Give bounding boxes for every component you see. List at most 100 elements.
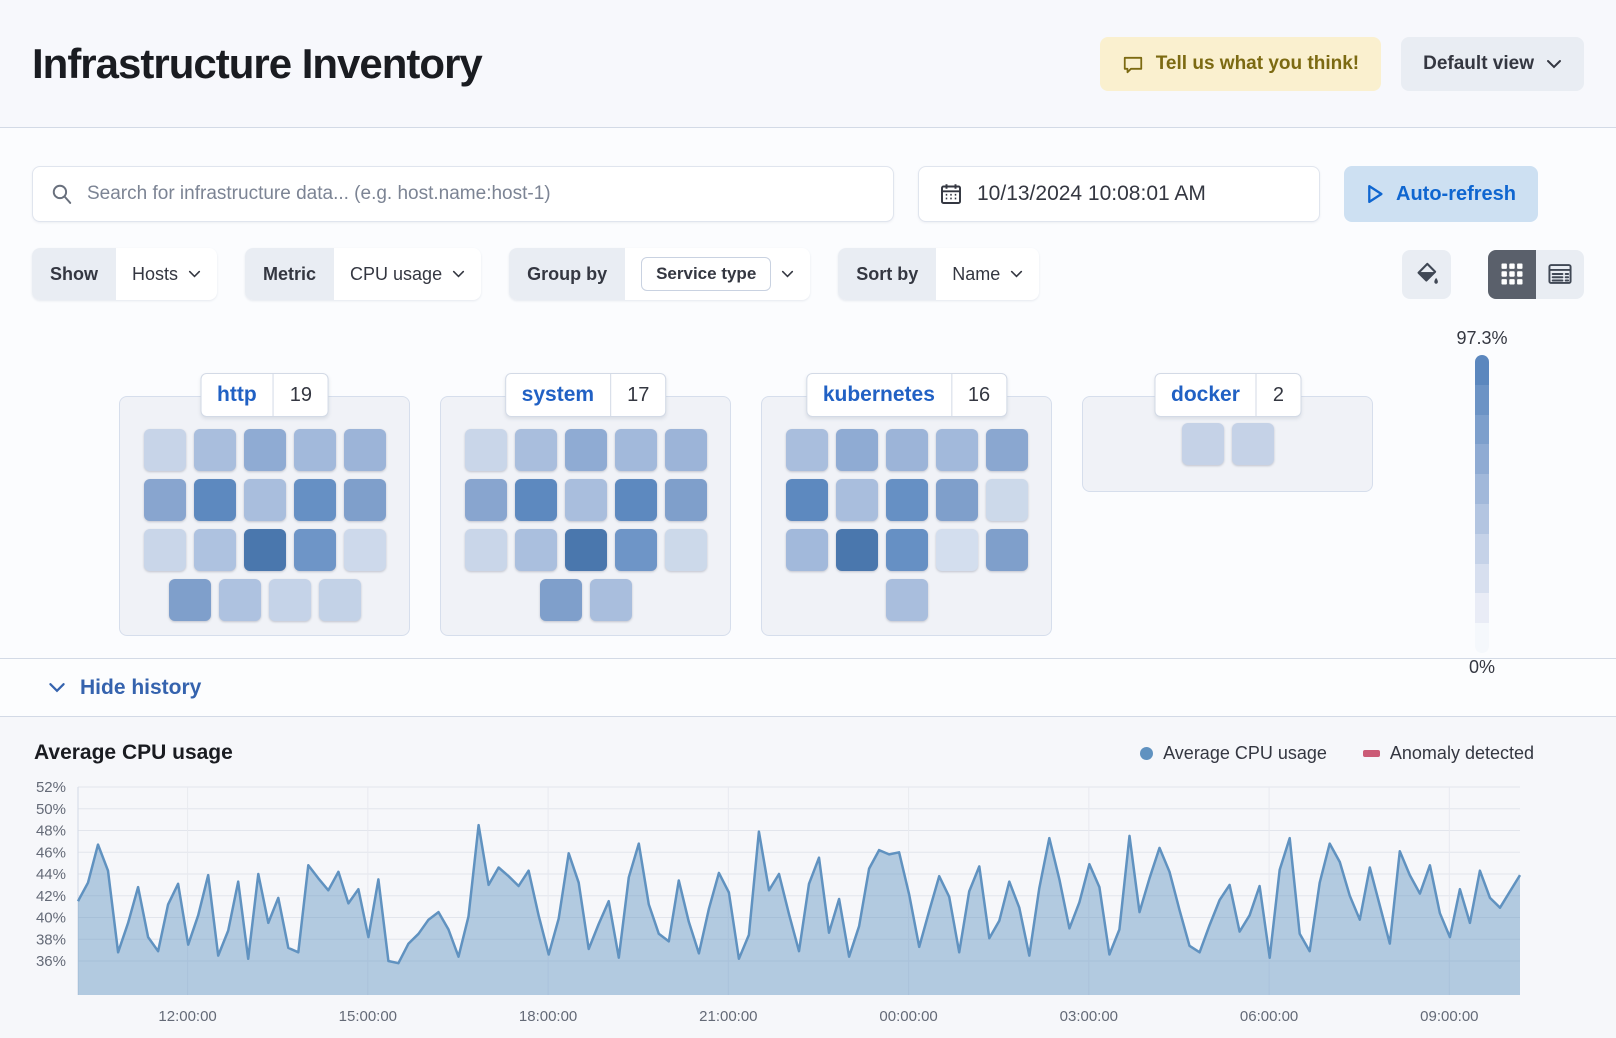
host-tile[interactable]	[514, 529, 557, 571]
speech-bubble-icon	[1122, 53, 1144, 75]
host-tile[interactable]	[564, 479, 607, 521]
play-icon	[1366, 184, 1384, 204]
host-tile[interactable]	[193, 479, 236, 521]
host-tile[interactable]	[664, 479, 707, 521]
host-tile[interactable]	[318, 579, 361, 621]
host-tile[interactable]	[614, 529, 657, 571]
host-tile[interactable]	[193, 529, 236, 571]
host-tile[interactable]	[293, 479, 336, 521]
group-name: http	[217, 383, 257, 406]
host-tile[interactable]	[614, 429, 657, 471]
host-tile[interactable]	[614, 479, 657, 521]
table-view-button[interactable]	[1536, 249, 1584, 299]
legend-min-label: 0%	[1468, 657, 1495, 677]
legend-gradient-bar	[1475, 355, 1489, 653]
svg-text:50%: 50%	[36, 801, 66, 818]
host-tile[interactable]	[835, 479, 878, 521]
search-input[interactable]	[87, 183, 875, 205]
grid-view-button[interactable]	[1488, 249, 1536, 299]
host-tile[interactable]	[935, 479, 978, 521]
host-tile[interactable]	[985, 529, 1028, 571]
host-tile[interactable]	[985, 429, 1028, 471]
metric-value: CPU usage	[350, 263, 443, 284]
host-tile[interactable]	[464, 529, 507, 571]
host-tile[interactable]	[885, 579, 928, 621]
host-tile[interactable]	[589, 579, 632, 621]
host-tile[interactable]	[539, 579, 582, 621]
host-tile[interactable]	[343, 529, 386, 571]
host-tile[interactable]	[243, 429, 286, 471]
show-dropdown[interactable]: Hosts	[116, 248, 217, 300]
feedback-button-label: Tell us what you think!	[1155, 52, 1360, 74]
metric-dropdown[interactable]: CPU usage	[334, 248, 481, 300]
hide-history-toggle[interactable]: Hide history	[48, 676, 201, 700]
svg-text:40%: 40%	[36, 910, 66, 927]
host-tile[interactable]	[885, 529, 928, 571]
chevron-down-icon	[188, 270, 201, 278]
host-tile[interactable]	[935, 529, 978, 571]
host-tile[interactable]	[293, 529, 336, 571]
host-tile[interactable]	[835, 529, 878, 571]
grid-icon	[1500, 262, 1524, 286]
legend-item-anomaly[interactable]: Anomaly detected	[1362, 743, 1534, 764]
host-tile[interactable]	[885, 429, 928, 471]
history-bar: Hide history	[0, 658, 1616, 716]
host-tile[interactable]	[664, 429, 707, 471]
host-tile[interactable]	[193, 429, 236, 471]
groupby-chip[interactable]: Service type	[641, 257, 772, 291]
host-tile[interactable]	[243, 479, 286, 521]
host-tile[interactable]	[343, 429, 386, 471]
host-tile[interactable]	[664, 529, 707, 571]
host-tile[interactable]	[143, 479, 186, 521]
host-tile[interactable]	[243, 529, 286, 571]
host-tile[interactable]	[564, 529, 607, 571]
host-tile[interactable]	[1231, 423, 1274, 465]
badge-divider	[610, 374, 612, 416]
host-tile[interactable]	[885, 479, 928, 521]
auto-refresh-button[interactable]: Auto-refresh	[1344, 166, 1539, 222]
host-tile[interactable]	[218, 579, 261, 621]
host-tile[interactable]	[143, 529, 186, 571]
host-tile[interactable]	[785, 529, 828, 571]
host-tile[interactable]	[143, 429, 186, 471]
sortby-dropdown[interactable]: Name	[936, 248, 1039, 300]
groupby-dropdown[interactable]: Service type	[625, 248, 810, 300]
badge-divider	[272, 374, 274, 416]
host-tile[interactable]	[514, 479, 557, 521]
host-tile[interactable]	[514, 429, 557, 471]
host-tile[interactable]	[564, 429, 607, 471]
date-picker[interactable]: 10/13/2024 10:08:01 AM	[918, 166, 1320, 222]
host-tile[interactable]	[343, 479, 386, 521]
host-tile[interactable]	[1181, 423, 1224, 465]
color-palette-button[interactable]	[1402, 249, 1451, 299]
legend-item-avg-cpu[interactable]: Average CPU usage	[1140, 743, 1327, 764]
page-header: Infrastructure Inventory Tell us what yo…	[0, 0, 1616, 128]
host-tile[interactable]	[464, 479, 507, 521]
host-tile[interactable]	[835, 429, 878, 471]
tile-grid	[1181, 423, 1274, 465]
feedback-button[interactable]: Tell us what you think!	[1099, 36, 1382, 91]
group-name: system	[521, 383, 595, 406]
host-tile[interactable]	[785, 429, 828, 471]
page-title: Infrastructure Inventory	[32, 39, 483, 87]
default-view-dropdown[interactable]: Default view	[1401, 36, 1584, 91]
host-tile[interactable]	[293, 429, 336, 471]
host-tile[interactable]	[785, 479, 828, 521]
cpu-history-section: Average CPU usage Average CPU usage Anom…	[0, 716, 1616, 1038]
metric-label: Metric	[245, 248, 335, 300]
host-tile[interactable]	[268, 579, 311, 621]
host-tile[interactable]	[935, 429, 978, 471]
svg-text:48%: 48%	[36, 823, 66, 840]
host-tile[interactable]	[985, 479, 1028, 521]
host-tile[interactable]	[464, 429, 507, 471]
show-control: Show Hosts	[32, 248, 218, 300]
host-tile[interactable]	[168, 579, 211, 621]
